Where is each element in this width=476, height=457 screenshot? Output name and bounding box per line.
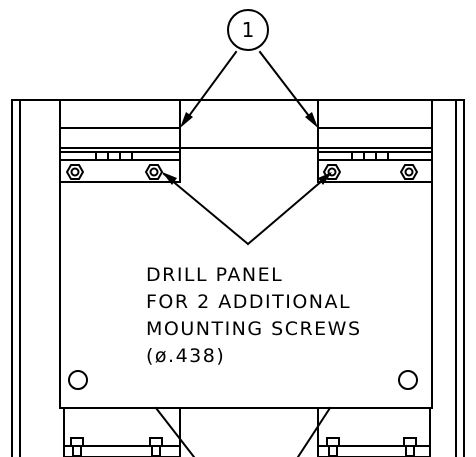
note-line-2: FOR 2 ADDITIONAL xyxy=(146,291,351,313)
bottom-leader-left xyxy=(154,406,196,457)
drill-hole-right xyxy=(398,370,418,390)
bottom-leader-right xyxy=(296,406,332,457)
bottom-left-nut-1 xyxy=(70,437,84,457)
top-right-nut-2 xyxy=(399,164,419,180)
linework xyxy=(11,50,465,457)
drill-note: DRILL PANEL FOR 2 ADDITIONAL MOUNTING SC… xyxy=(146,264,362,367)
drill-hole-left xyxy=(68,370,88,390)
top-left-nut-1 xyxy=(65,164,85,180)
bottom-right-nut-1 xyxy=(326,437,340,457)
arrowhead-balloon-right xyxy=(305,112,318,128)
balloon-leader-right xyxy=(258,50,314,122)
bottom-left-nut-2 xyxy=(149,437,163,457)
top-left-nut-2 xyxy=(144,164,164,180)
right-bracket xyxy=(317,99,433,183)
bottom-right-nut-2 xyxy=(403,437,417,457)
note-line-3: MOUNTING SCREWS xyxy=(146,318,362,340)
balloon-number: 1 xyxy=(242,18,255,42)
arrowheads xyxy=(162,112,332,185)
left-bracket xyxy=(59,99,181,183)
note-leader-right xyxy=(246,172,332,246)
note-line-1: DRILL PANEL xyxy=(146,264,283,286)
note-line-4: (ø.438) xyxy=(146,345,225,367)
note-leader-left xyxy=(162,172,250,246)
balloon-leader-left xyxy=(184,50,238,122)
arrowhead-note-right xyxy=(318,172,332,185)
arrowhead-note-left xyxy=(162,172,177,185)
item-balloon: 1 xyxy=(227,9,269,51)
top-right-nut-1 xyxy=(322,164,342,180)
arrowhead-balloon-left xyxy=(180,112,193,128)
enclosure-outline xyxy=(11,99,465,457)
